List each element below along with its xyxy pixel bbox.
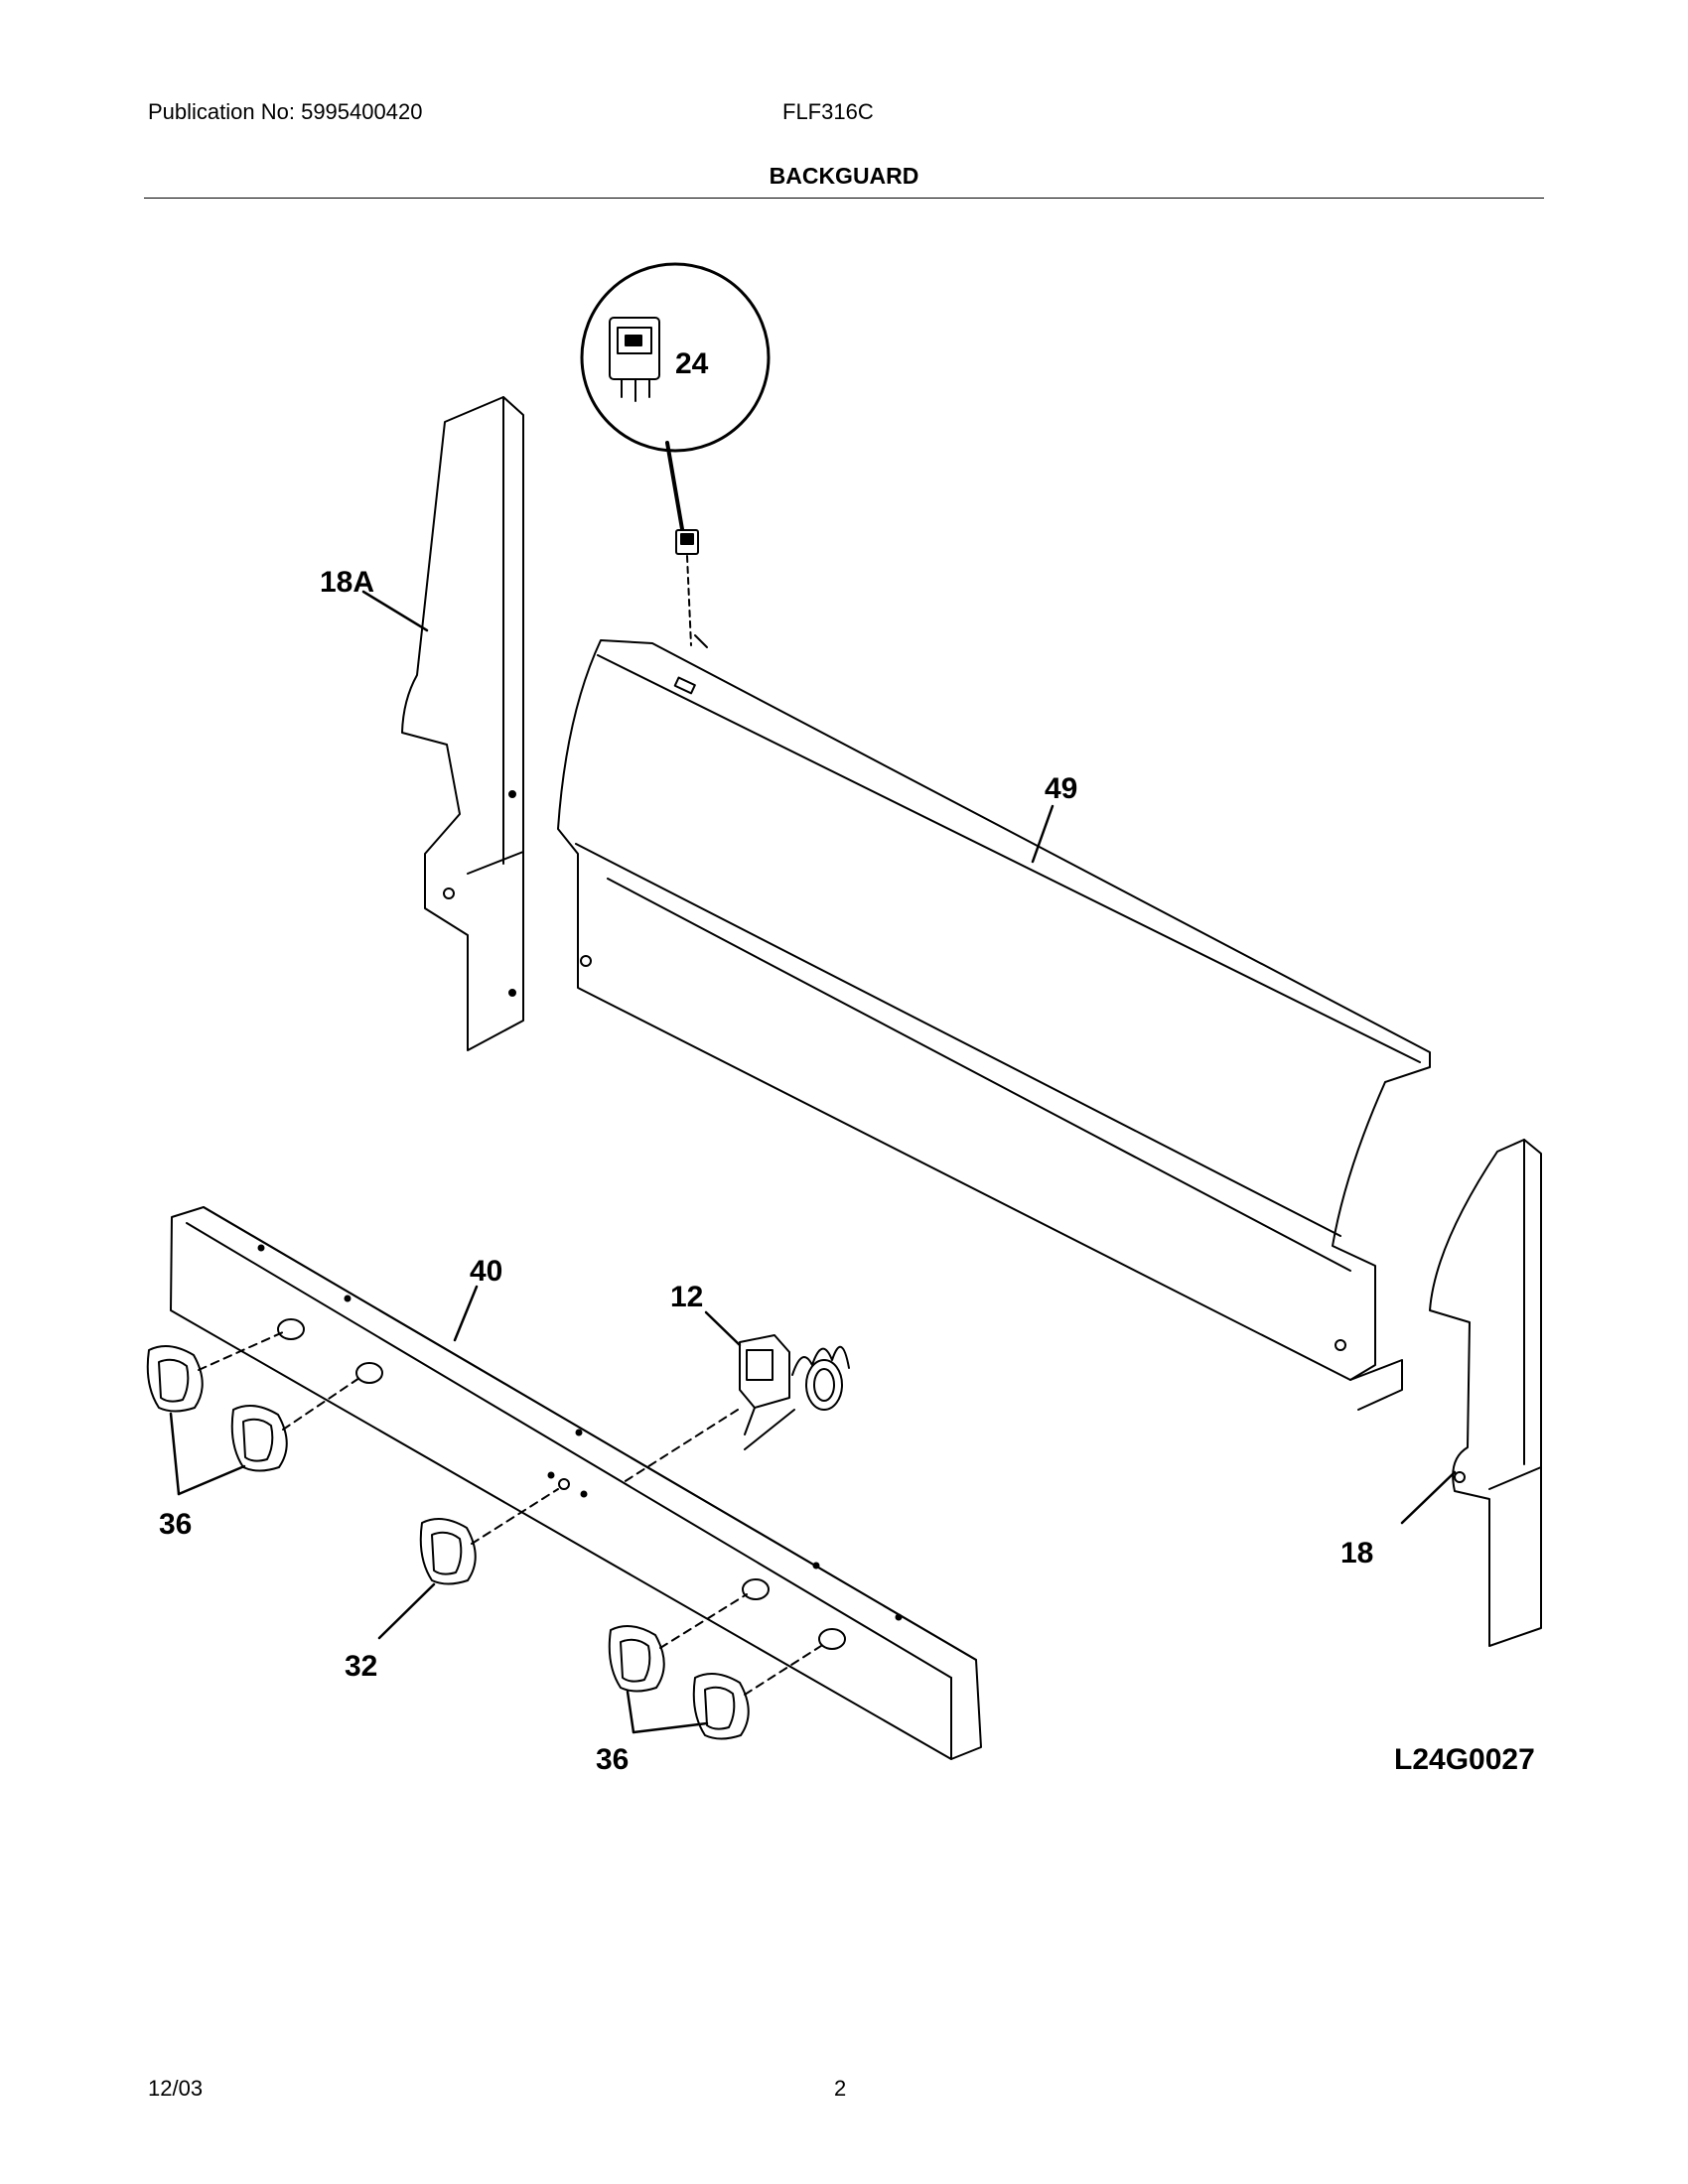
leader-18A (361, 590, 429, 632)
leader-12 (704, 1310, 742, 1347)
callout-49: 49 (1045, 772, 1077, 805)
part-18-side-trim (1429, 1139, 1542, 1647)
callout-24: 24 (675, 347, 709, 380)
publication-number: Publication No: 5995400420 (148, 99, 423, 124)
callout-36-left: 36 (159, 1508, 192, 1541)
leader-40 (453, 1285, 479, 1342)
knob-36-b (230, 1405, 288, 1472)
knob-36-a (146, 1345, 204, 1413)
callout-12: 12 (670, 1281, 703, 1313)
callout-40: 40 (470, 1255, 502, 1288)
drawing-code: L24G0027 (1394, 1743, 1535, 1776)
part-24-switch (580, 262, 771, 646)
leader-18 (1400, 1470, 1457, 1525)
header-divider (144, 198, 1544, 199)
part-18A-side-trim (401, 396, 524, 1051)
callout-32: 32 (345, 1650, 377, 1683)
part-49-backguard-panel (557, 634, 1431, 1411)
model-number: FLF316C (782, 99, 874, 124)
part-12-thermostat (739, 1334, 850, 1450)
knob-32 (419, 1518, 477, 1585)
knob-36-d (692, 1673, 750, 1740)
publication-date: 12/03 (148, 2076, 204, 2101)
section-title: BACKGUARD (769, 163, 919, 189)
page-number: 2 (834, 2076, 847, 2101)
knob-alignment-lines (198, 1331, 825, 1696)
part-40-control-panel (170, 1206, 982, 1760)
thermostat-shaft-line (620, 1409, 739, 1485)
knob-36-c (608, 1625, 665, 1693)
leader-49 (1031, 804, 1055, 864)
callout-18: 18 (1340, 1537, 1373, 1570)
callout-18A: 18A (320, 566, 374, 599)
knob-leaders (169, 1412, 709, 1734)
callout-36-right: 36 (596, 1743, 629, 1776)
